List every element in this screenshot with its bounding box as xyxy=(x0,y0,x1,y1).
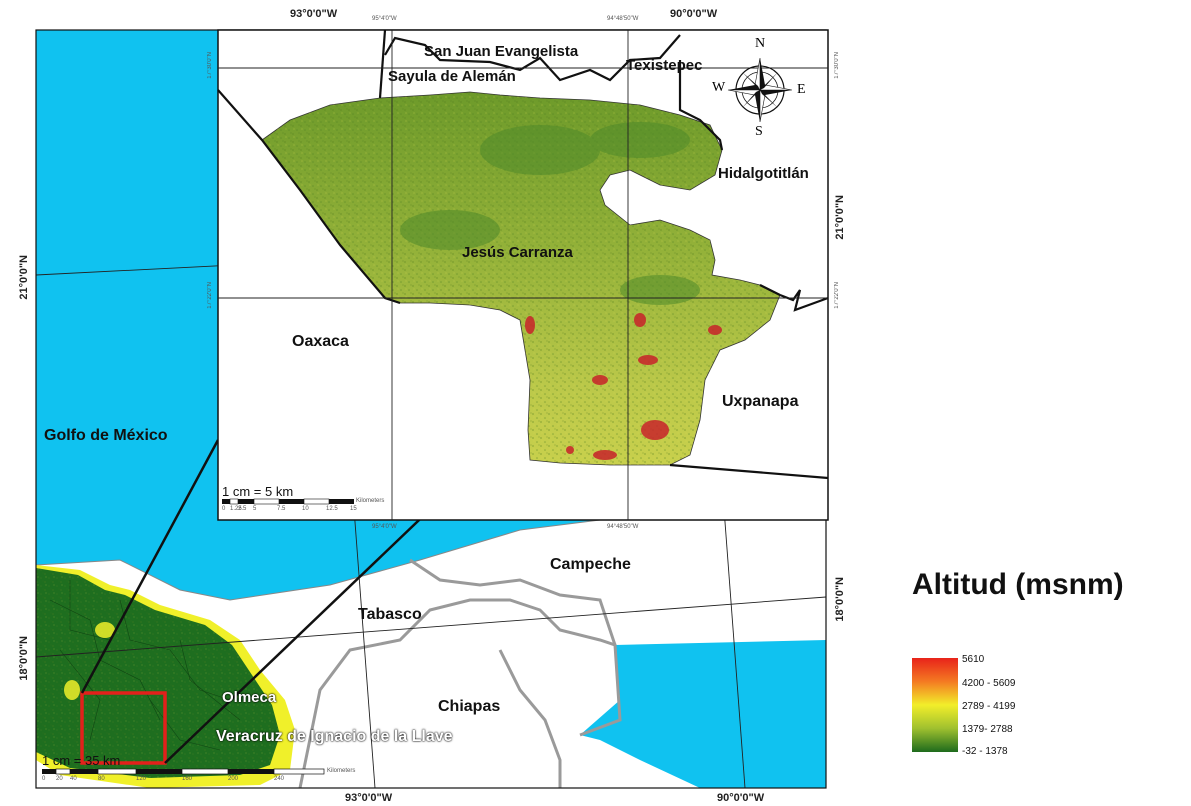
legend-item: 2789 - 4199 xyxy=(962,701,1016,712)
label-texistepec: Texistepec xyxy=(626,57,703,74)
inset-coord-right-a: 17°30'0"N xyxy=(834,52,840,79)
coord-right-lower: 18°0'0"N xyxy=(834,577,846,622)
legend-gradient xyxy=(912,658,958,752)
inset-coord-left-a: 17°30'0"N xyxy=(207,52,213,79)
sea-patch-east xyxy=(580,640,826,788)
compass-rose xyxy=(727,57,793,123)
coord-left-upper: 21°0'0"N xyxy=(18,255,30,300)
label-uxpanapa: Uxpanapa xyxy=(722,393,799,410)
compass-w: W xyxy=(712,80,726,95)
label-veracruz: Veracruz de Ignacio de la Llave xyxy=(216,728,453,745)
label-sayula: Sayula de Alemán xyxy=(388,68,516,85)
state-border-chiapas xyxy=(498,649,562,788)
label-oaxaca: Oaxaca xyxy=(292,333,349,350)
compass-s: S xyxy=(755,124,763,139)
inset-coord-bottom-a: 95°4'0"W xyxy=(372,524,397,530)
label-golfo: Golfo de México xyxy=(44,427,168,444)
main-scale-label: 1 cm = 35 km xyxy=(42,753,121,768)
coord-top-right: 90°0'0"W xyxy=(670,8,718,20)
compass-e: E xyxy=(797,82,806,97)
label-san-juan: San Juan Evangelista xyxy=(424,43,579,60)
coord-bottom-left: 93°0'0"W xyxy=(345,792,393,804)
coord-bottom-right: 90°0'0"W xyxy=(717,792,765,804)
main-scale-bar xyxy=(42,768,325,775)
coord-left-lower: 18°0'0"N xyxy=(18,636,30,681)
legend-item: 4200 - 5609 xyxy=(962,678,1016,689)
inset-scale-bar xyxy=(222,498,354,505)
coord-top-left: 93°0'0"W xyxy=(290,8,338,20)
coord-right-upper: 21°0'0"N xyxy=(834,195,846,240)
inset-coord-top-b: 94°48'50"W xyxy=(607,16,639,22)
inset-map xyxy=(217,29,829,521)
legend-item: 5610 xyxy=(962,654,985,665)
study-area-frame[interactable] xyxy=(80,691,167,765)
label-tabasco: Tabasco xyxy=(358,606,422,623)
compass-n: N xyxy=(755,36,766,51)
inset-coord-right-b: 17°22'0"N xyxy=(834,282,840,309)
inset-scale-units: Kilometers xyxy=(356,498,385,504)
label-campeche: Campeche xyxy=(550,556,631,573)
legend-title: Altitud (msnm) xyxy=(912,568,1124,601)
label-olmeca: Olmeca xyxy=(222,689,277,706)
inset-coord-top-a: 95°4'0"W xyxy=(372,16,397,22)
state-border-tabasco xyxy=(409,558,617,646)
inset-coord-bottom-b: 94°48'50"W xyxy=(607,524,639,530)
inset-scale-label: 1 cm = 5 km xyxy=(222,484,294,499)
legend-item: 1379- 2788 xyxy=(962,724,1013,735)
main-scale-units: Kilometers xyxy=(327,768,356,774)
label-jesus-carranza: Jesús Carranza xyxy=(462,244,573,261)
label-hidalgotitlan: Hidalgotitlán xyxy=(718,165,809,182)
inset-coord-left-b: 17°22'0"N xyxy=(207,282,213,309)
legend-item: -32 - 1378 xyxy=(962,746,1008,757)
label-chiapas: Chiapas xyxy=(438,698,501,715)
